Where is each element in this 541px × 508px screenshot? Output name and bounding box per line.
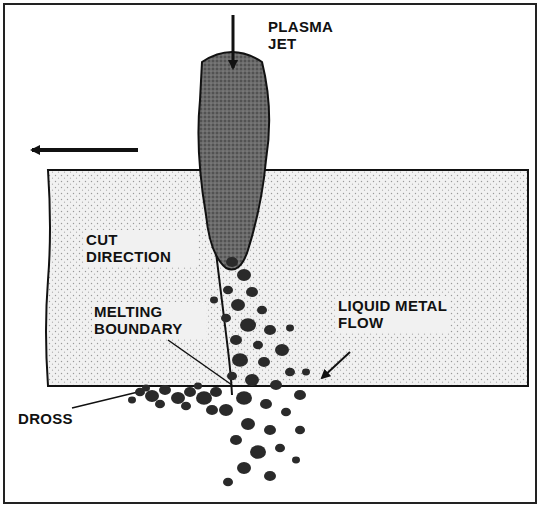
frame	[4, 4, 536, 503]
droplet	[246, 287, 258, 297]
dross-label: DROSS	[18, 410, 98, 427]
jet-label: PLASMA JET	[268, 18, 358, 53]
droplet	[128, 397, 136, 404]
droplet	[210, 297, 218, 304]
droplet	[286, 325, 294, 332]
droplet	[241, 418, 255, 430]
droplet	[232, 353, 248, 367]
cut-direction-arrow	[32, 148, 138, 152]
droplet	[302, 369, 310, 376]
droplet	[142, 385, 150, 392]
droplet	[196, 391, 212, 405]
droplet	[258, 357, 270, 367]
droplet	[210, 387, 222, 397]
droplet	[145, 390, 159, 402]
droplet	[184, 387, 196, 397]
droplet	[240, 318, 256, 332]
flow-label: LIQUID METAL FLOW	[336, 296, 450, 333]
droplet	[237, 462, 251, 474]
droplet	[230, 335, 242, 345]
droplet	[245, 374, 259, 386]
droplet	[155, 400, 165, 409]
droplet	[237, 269, 251, 281]
droplet	[294, 390, 306, 400]
droplet	[181, 402, 191, 411]
droplet	[223, 478, 233, 487]
boundary-label: MELTING BOUNDARY	[92, 302, 206, 339]
droplet	[264, 325, 276, 335]
metal-plate	[46, 170, 528, 386]
droplet	[281, 408, 291, 417]
droplet	[250, 445, 266, 459]
leader-line	[168, 340, 232, 385]
droplet	[226, 257, 238, 267]
jet-arrow	[232, 15, 235, 68]
droplet	[275, 444, 285, 453]
droplet	[219, 404, 233, 416]
droplet	[264, 425, 276, 435]
droplet	[206, 405, 218, 415]
droplet	[275, 344, 289, 356]
droplet	[292, 457, 300, 464]
droplet	[257, 306, 267, 315]
flow-arrow	[322, 352, 350, 378]
droplet	[270, 380, 282, 390]
droplet	[221, 314, 231, 323]
direction-label: CUT DIRECTION	[84, 230, 198, 267]
droplet	[295, 426, 305, 435]
plasma-jet	[198, 52, 269, 270]
droplet	[159, 385, 171, 395]
droplet	[194, 383, 202, 390]
droplet	[285, 368, 295, 377]
droplet	[231, 299, 245, 311]
droplet	[171, 392, 185, 404]
leader-line	[72, 392, 138, 408]
droplet	[260, 399, 272, 409]
molten-droplets	[128, 257, 310, 486]
droplet	[253, 341, 263, 350]
droplet	[264, 471, 276, 481]
droplet	[223, 286, 233, 295]
droplet	[230, 435, 242, 445]
droplet	[236, 391, 252, 405]
droplet	[227, 372, 237, 381]
